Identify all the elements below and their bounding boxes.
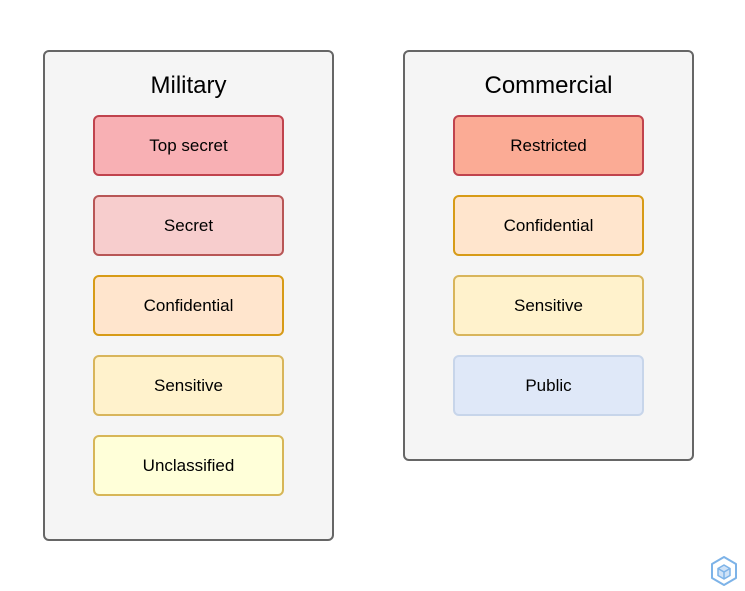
- military-title: Military: [150, 72, 227, 99]
- level-unclassified: Unclassified: [93, 435, 284, 496]
- level-secret: Secret: [93, 195, 284, 256]
- commercial-title: Commercial: [484, 72, 613, 99]
- level-restricted: Restricted: [453, 115, 644, 176]
- level-top-secret: Top secret: [93, 115, 284, 176]
- level-public: Public: [453, 355, 644, 416]
- military-levels: Top secret Secret Confidential Sensitive…: [93, 115, 284, 515]
- level-sensitive: Sensitive: [453, 275, 644, 336]
- cube-icon: [711, 556, 737, 586]
- commercial-levels: Restricted Confidential Sensitive Public: [453, 115, 644, 435]
- level-sensitive: Sensitive: [93, 355, 284, 416]
- level-confidential: Confidential: [93, 275, 284, 336]
- commercial-panel: Commercial Restricted Confidential Sensi…: [403, 50, 694, 461]
- level-confidential: Confidential: [453, 195, 644, 256]
- military-panel: Military Top secret Secret Confidential …: [43, 50, 334, 541]
